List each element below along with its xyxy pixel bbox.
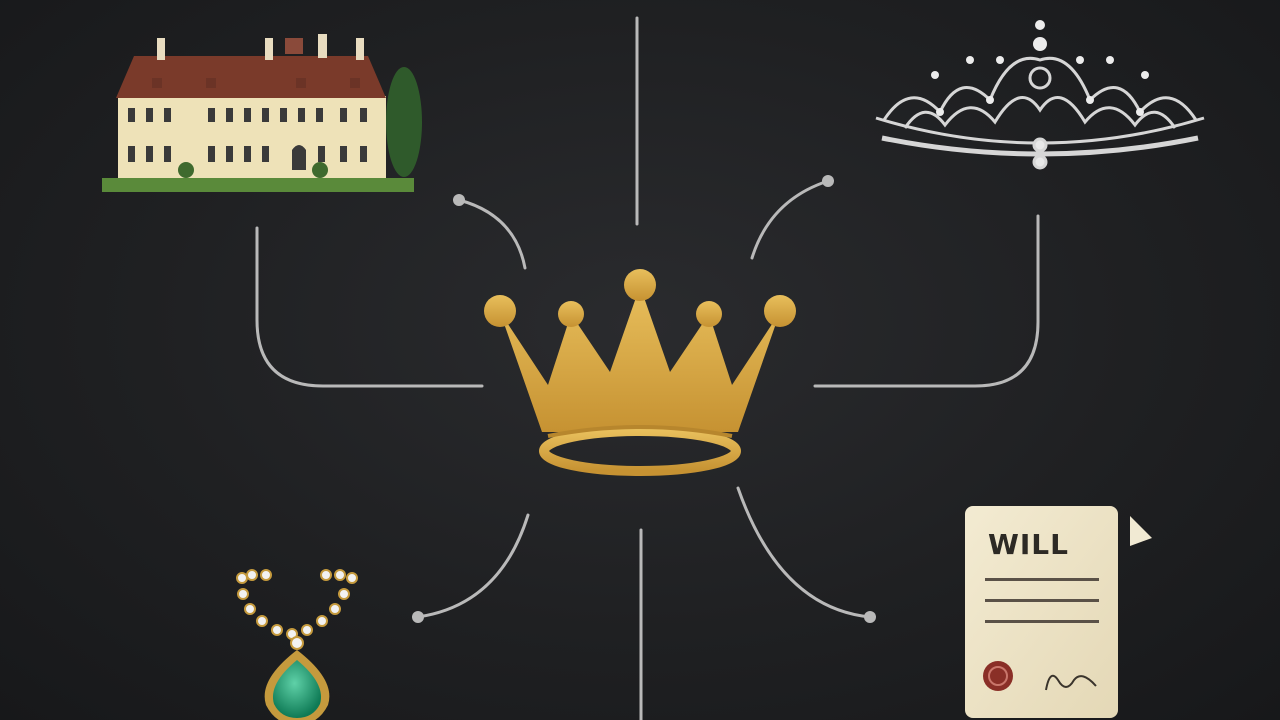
connector-dot (412, 611, 424, 623)
connector-estate (255, 226, 484, 388)
will-title: WILL (988, 528, 1069, 561)
connector-lines (255, 16, 1040, 720)
manor-house-icon (102, 34, 422, 192)
connector-dot (453, 194, 465, 206)
gold-crown-icon (484, 269, 796, 476)
emerald-necklace-icon (236, 569, 358, 720)
connector-dots (412, 175, 876, 623)
will-document-icon: WILL (965, 506, 1152, 718)
diamond-tiara-icon (875, 20, 1205, 170)
connector-upper-right (750, 179, 830, 260)
connector-will (736, 486, 872, 619)
connector-necklace (416, 513, 530, 619)
connector-tiara (813, 214, 1040, 388)
connector-upper-left (457, 198, 527, 270)
connector-dot (822, 175, 834, 187)
connector-dot (864, 611, 876, 623)
